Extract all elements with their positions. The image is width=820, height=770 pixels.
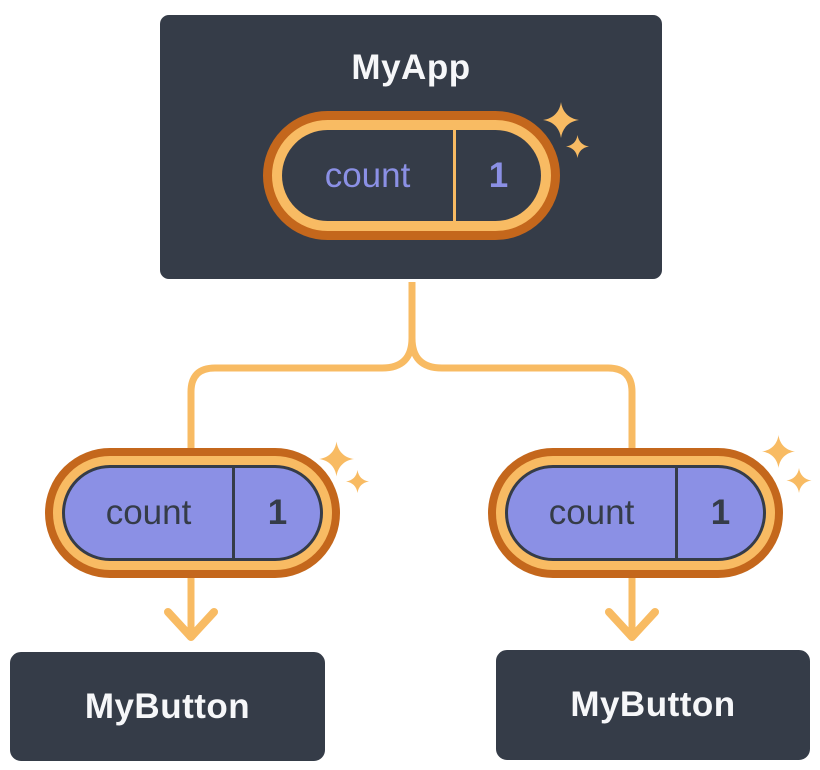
state-pill-left-child: count 1 <box>45 448 340 578</box>
state-pill-right-core: count 1 <box>505 465 766 561</box>
sparkle-icon <box>566 135 589 158</box>
node-mybutton-right-title: MyButton <box>570 685 736 724</box>
pill-divider <box>453 130 456 221</box>
pill-divider <box>232 468 235 558</box>
state-pill-root: count 1 <box>263 111 560 240</box>
node-mybutton-left-title: MyButton <box>84 686 251 726</box>
node-mybutton-left: MyButton <box>7 649 328 764</box>
node-myapp-title: MyApp <box>351 48 471 87</box>
sparkle-icon <box>346 470 369 493</box>
pill-divider <box>675 468 678 558</box>
sparkle-icon <box>319 441 354 477</box>
sparkle-icon <box>543 102 579 138</box>
wire-root-to-right-child <box>408 280 636 633</box>
state-value-label: 1 <box>267 493 288 532</box>
state-name-label: count <box>105 493 192 532</box>
state-value-label: 1 <box>488 155 509 195</box>
node-mybutton-right: MyButton <box>493 647 813 763</box>
sparkle-icon <box>786 468 812 493</box>
state-pill-root-core: count 1 <box>282 130 541 221</box>
arrowhead-left-icon <box>164 608 218 641</box>
sparkle-icon <box>762 435 795 468</box>
state-pill-right-child: count 1 <box>488 448 783 578</box>
state-name-label: count <box>324 155 411 195</box>
arrowhead-right-icon <box>605 608 659 641</box>
state-name-label: count <box>548 493 635 532</box>
state-pill-left-core: count 1 <box>62 465 323 561</box>
state-value-label: 1 <box>710 493 731 532</box>
